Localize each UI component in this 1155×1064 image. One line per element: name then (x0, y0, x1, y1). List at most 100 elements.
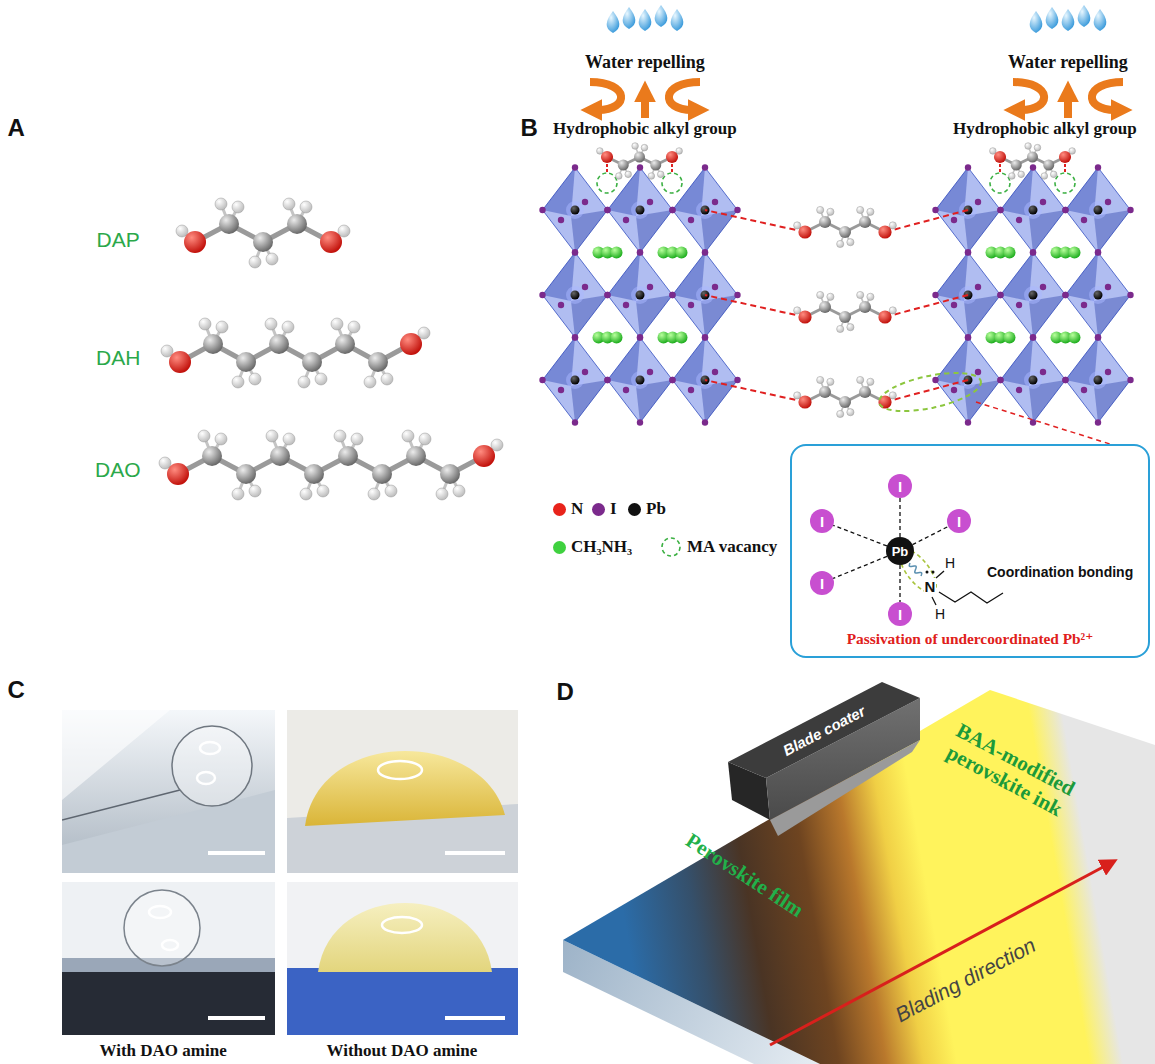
iodide-atom (1040, 199, 1046, 205)
iodide-atom (604, 207, 610, 213)
lead-atom (636, 206, 645, 215)
iodide-atom (1016, 302, 1022, 308)
carbon-atom (368, 352, 388, 372)
coordination-dash (885, 380, 968, 402)
water-drop (607, 11, 620, 33)
carbon-atom (859, 301, 871, 313)
photo (62, 710, 275, 873)
nitrogen-atom (473, 445, 495, 467)
hydrogen-atom (867, 293, 874, 300)
octahedron (1001, 338, 1066, 423)
molecule (597, 143, 683, 180)
coordination-dash (705, 380, 805, 402)
hydrogen-atom (176, 225, 188, 237)
hydrogen-atom (641, 144, 648, 151)
hydrogen-atom (364, 376, 376, 388)
water-drop (623, 7, 636, 29)
atom-symbol: I (898, 479, 902, 494)
lead-atom (1094, 291, 1103, 300)
molecule-name: DAP (97, 228, 140, 252)
hydrogen-atom (827, 378, 834, 385)
reflection (200, 742, 220, 754)
octahedron (543, 338, 608, 423)
methylammonium (1069, 332, 1081, 344)
effect-label: Water repelling (585, 52, 705, 73)
iodide-atom (997, 292, 1003, 298)
hydrogen-atom (300, 201, 312, 213)
droplet (318, 903, 492, 972)
hydrogen-atom (161, 345, 173, 357)
water-drop (1062, 9, 1075, 31)
reflection (162, 940, 178, 950)
repel-arrow (1064, 98, 1072, 118)
hydrogen-atom (331, 318, 343, 330)
reflection (149, 906, 171, 918)
iodide-atom: I (888, 474, 912, 498)
hydrogen-atom (817, 291, 824, 298)
scale-bar (208, 1016, 265, 1020)
iodide-atom (604, 377, 610, 383)
legend-entry: CH₃NH₃ (553, 537, 632, 557)
hydrogen-atom (597, 148, 604, 155)
hydrogen-atom (368, 488, 380, 500)
carbon-atom (253, 232, 273, 252)
coordination-bond (912, 526, 948, 544)
water-drop (639, 9, 652, 31)
lead-halo (566, 286, 584, 304)
lead-atom (1029, 206, 1038, 215)
iodide-atom (1081, 217, 1087, 223)
iodide-atom (604, 377, 610, 383)
carbon-atom (335, 334, 355, 354)
carbon-atom (269, 334, 289, 354)
iodide-atom (688, 217, 694, 223)
carbon-atom (219, 214, 239, 234)
legend-text: MA vacancy (687, 537, 777, 557)
hydrogen-atom (1069, 148, 1076, 155)
hydrogen-atom (215, 433, 227, 445)
iodide-atom (558, 387, 564, 393)
lead-atom (636, 291, 645, 300)
carbon-atom (203, 334, 223, 354)
iodide-atom (1030, 249, 1036, 255)
hydrogen-atom (198, 430, 210, 442)
hydrogen-atom (857, 376, 864, 383)
photo-ground (62, 882, 275, 1035)
hydrogen-atom (300, 488, 312, 500)
water-drop (1030, 11, 1043, 33)
iodide-atom (1095, 334, 1101, 340)
hydrogen-atom (266, 253, 278, 265)
hydrogen-atom (827, 293, 834, 300)
lead-atom (571, 206, 580, 215)
hydrogen-atom (1018, 171, 1025, 178)
reflection (197, 772, 215, 784)
methylammonium (676, 247, 688, 259)
iodide-atom (669, 377, 675, 383)
carbon-atom (859, 386, 871, 398)
carbon-atom (839, 311, 851, 323)
iodide-atom (582, 284, 588, 290)
methylammonium (1004, 247, 1016, 259)
coordination-dash (999, 164, 1001, 172)
iodide-atom (1016, 387, 1022, 393)
hydrogen-atom (676, 148, 683, 155)
atom-symbol: Pb (892, 545, 909, 558)
iodide-atom (965, 164, 971, 170)
nitrogen-atom (167, 463, 189, 485)
iodide-atom (572, 419, 578, 425)
iodide-atom (1127, 292, 1133, 298)
iodide-atom (1062, 292, 1068, 298)
iodide-atom (997, 377, 1003, 383)
legend-swatch (553, 541, 566, 554)
carbon-atom (839, 396, 851, 408)
hydrogen-atom (315, 373, 327, 385)
legend-swatch (592, 503, 605, 516)
legend-entry: MA vacancy (660, 536, 777, 558)
iodide-atom (669, 292, 675, 298)
hydrogen-atom (889, 307, 896, 314)
hydrogen-atom (283, 198, 295, 210)
molecule-name: DAO (95, 458, 141, 482)
iodide-atom (965, 334, 971, 340)
iodide-atom (1062, 207, 1068, 213)
vacancy-circle (990, 173, 1010, 193)
carbon-atom (650, 160, 661, 171)
